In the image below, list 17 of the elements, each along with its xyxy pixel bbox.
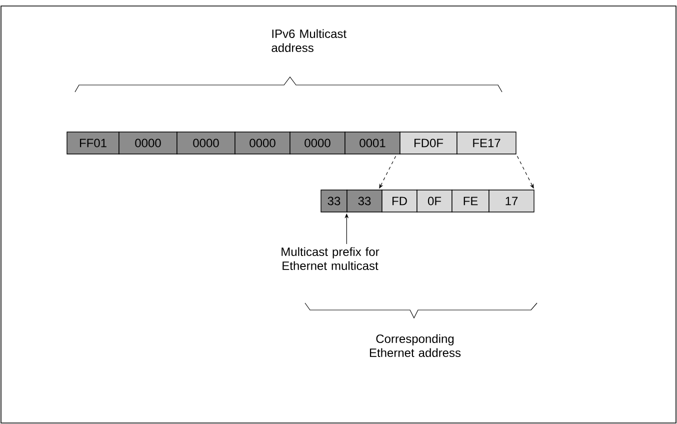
address-field: 0001 — [344, 132, 400, 154]
address-field: 0000 — [290, 132, 346, 154]
address-field: FE17 — [456, 132, 516, 154]
address-field: FF01 — [66, 132, 120, 154]
label-text: IPv6 Multicast address — [272, 29, 346, 52]
address-field: 33 — [320, 190, 348, 212]
address-field: FE — [452, 190, 490, 212]
address-field: 17 — [488, 190, 534, 212]
address-field: 0F — [416, 190, 452, 212]
address-field: 0000 — [234, 132, 290, 154]
note-text: Multicast prefix for Ethernet multicast — [282, 247, 380, 270]
address-field: FD — [382, 190, 418, 212]
address-field: 0000 — [176, 132, 236, 154]
address-field: FD0F — [400, 132, 458, 154]
address-field: 33 — [346, 190, 382, 212]
address-field: 0000 — [118, 132, 178, 154]
label-text: Corresponding Ethernet address — [370, 334, 461, 357]
